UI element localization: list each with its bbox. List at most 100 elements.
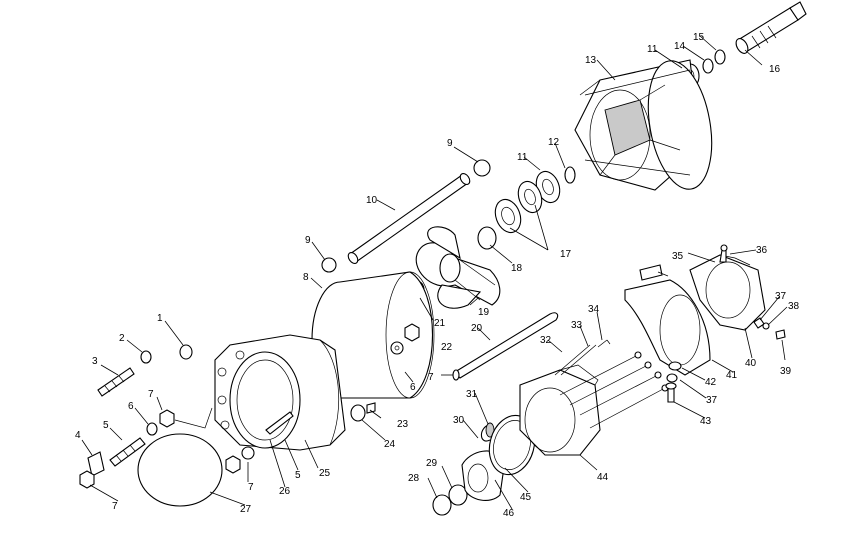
- callout-25: 25: [319, 468, 331, 479]
- callout-11-top: 11: [647, 44, 658, 55]
- callout-27: 27: [240, 504, 252, 515]
- callout-16: 16: [769, 64, 781, 75]
- callout-3: 3: [92, 356, 98, 367]
- o-ring-28: [432, 494, 452, 516]
- callout-39: 39: [780, 366, 792, 377]
- callout-26: 26: [279, 486, 291, 497]
- washer-42: [668, 361, 682, 371]
- callout-45: 45: [520, 492, 532, 503]
- bolt-36: [719, 244, 728, 263]
- nut-7-b: [225, 455, 241, 474]
- callout-29: 29: [426, 458, 438, 469]
- callout-15: 15: [693, 32, 705, 43]
- callout-32: 32: [540, 335, 552, 346]
- callout-33: 33: [571, 320, 583, 331]
- bushing-37-b: [666, 373, 678, 383]
- callout-12: 12: [548, 137, 560, 148]
- callout-7-mid: 7: [428, 372, 434, 383]
- seal-17-b: [494, 198, 522, 234]
- nut-6-a: [404, 323, 420, 342]
- spacer-18: [477, 226, 497, 250]
- stud-35: [657, 271, 669, 277]
- callout-2: 2: [119, 333, 125, 344]
- callout-6-right: 6: [410, 382, 416, 393]
- callout-38: 38: [788, 301, 800, 312]
- callout-13: 13: [585, 55, 597, 66]
- impeller: [415, 226, 501, 309]
- bracket-4: [87, 451, 105, 477]
- callout-35: 35: [672, 251, 684, 262]
- callout-11-mid: 11: [517, 152, 528, 163]
- callout-37-upper: 37: [775, 291, 787, 302]
- nut-24: [350, 404, 366, 422]
- callout-31: 31: [466, 389, 478, 400]
- callout-44: 44: [597, 472, 609, 483]
- callout-22: 22: [441, 342, 453, 353]
- callout-46: 46: [503, 508, 515, 519]
- callout-28: 28: [408, 473, 420, 484]
- callout-30: 30: [453, 415, 465, 426]
- ring-6-left: [146, 422, 158, 436]
- callout-18: 18: [511, 263, 523, 274]
- callout-7-lower-mid: 7: [248, 482, 254, 493]
- callout-5-left: 5: [103, 420, 109, 431]
- callout-20: 20: [471, 323, 483, 334]
- ring-31: [480, 422, 495, 442]
- spacer-12: [564, 166, 576, 184]
- screw-23: [366, 402, 376, 414]
- studs-32: [559, 351, 669, 429]
- tube-20: [452, 312, 559, 381]
- pump-housing: [214, 334, 346, 451]
- callout-4: 4: [75, 430, 81, 441]
- screw-39: [775, 329, 786, 340]
- callout-43: 43: [700, 416, 712, 427]
- callout-34: 34: [588, 304, 600, 315]
- callout-17: 17: [560, 249, 572, 260]
- callout-24: 24: [384, 439, 396, 450]
- washer-6-b: [241, 446, 255, 460]
- gasket-27: [137, 433, 223, 507]
- callout-1: 1: [157, 313, 163, 324]
- seal-17-a: [517, 180, 543, 214]
- callout-10: 10: [366, 195, 378, 206]
- venturi-44: [519, 364, 601, 456]
- callout-7-bottom-left: 7: [112, 501, 118, 512]
- callout-19: 19: [478, 307, 490, 318]
- ring-14-15: [702, 49, 726, 74]
- impeller-housing: [574, 59, 713, 191]
- impeller-shaft: [347, 173, 471, 264]
- callout-8: 8: [303, 272, 309, 283]
- nut-7-left: [79, 409, 175, 489]
- callout-42: 42: [705, 377, 717, 388]
- steering-nozzle-41: [624, 264, 711, 376]
- o-ring-29: [448, 484, 468, 506]
- washer-2: [140, 350, 152, 364]
- callout-40: 40: [745, 358, 757, 369]
- callout-37-lower: 37: [706, 395, 718, 406]
- washer-6-a: [390, 341, 404, 355]
- callout-6-left: 6: [128, 401, 134, 412]
- callout-21: 21: [434, 318, 446, 329]
- washer-38: [762, 322, 770, 330]
- callout-36: 36: [756, 245, 768, 256]
- callout-7-upper: 7: [148, 389, 154, 400]
- o-ring-1: [179, 344, 193, 360]
- callout-23: 23: [397, 419, 409, 430]
- stud-26: [265, 411, 294, 435]
- o-ring-9-top: [473, 159, 491, 177]
- wire-line: [174, 407, 213, 429]
- leader-lines: [81, 35, 788, 510]
- fitting-5: [109, 437, 146, 467]
- callout-5-right: 5: [295, 470, 301, 481]
- stud-33: [554, 344, 597, 376]
- callout-14: 14: [674, 41, 686, 52]
- drive-shaft: [735, 1, 807, 54]
- fitting-3: [97, 367, 135, 397]
- callout-9-top: 9: [447, 138, 453, 149]
- stud-34: [597, 339, 611, 348]
- o-ring-9-bottom: [321, 257, 337, 273]
- bolt-43: [665, 382, 677, 403]
- callout-41: 41: [726, 370, 738, 381]
